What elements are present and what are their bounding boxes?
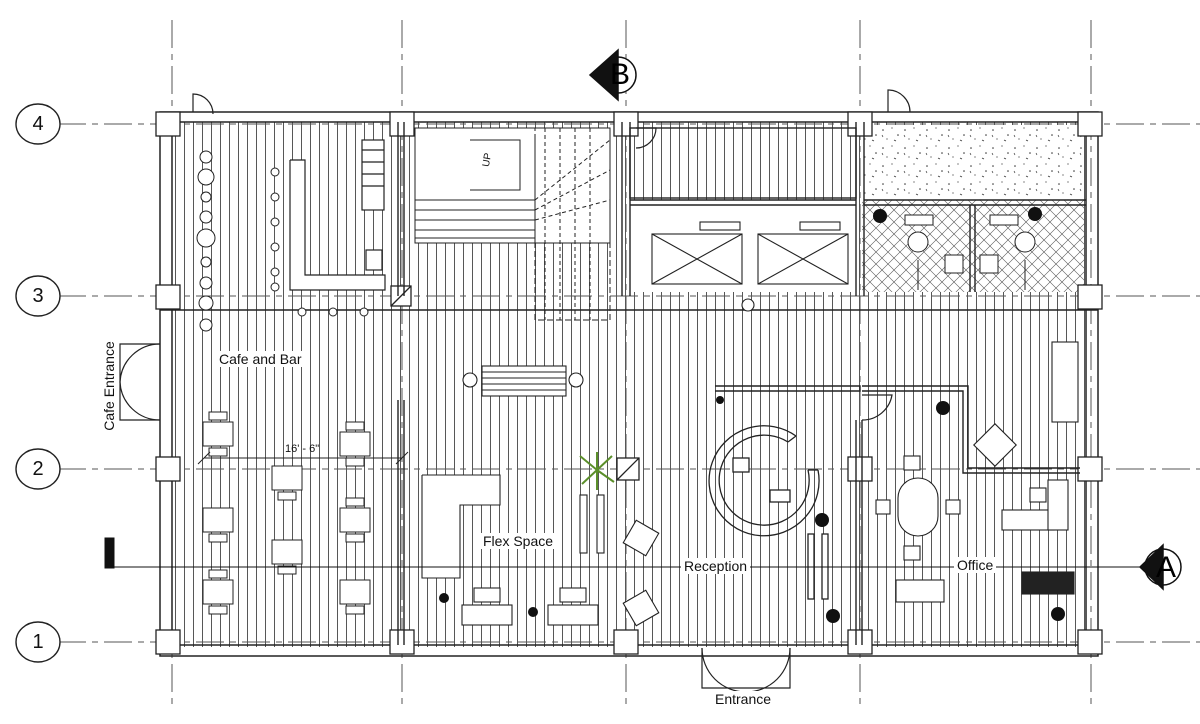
office-furniture [875, 341, 1079, 603]
columns [155, 111, 1103, 655]
bar-counter [289, 139, 386, 291]
plants [439, 207, 1065, 623]
room-label-office: Office [954, 557, 997, 573]
entrance-label-cafe: Cafe Entrance [101, 341, 117, 431]
grid-label-3: 3 [32, 285, 44, 307]
floor-hatch [175, 122, 1087, 647]
room-label-cafe: Cafe and Bar [216, 351, 305, 367]
grid-label-4: 4 [32, 113, 44, 135]
stair [414, 127, 611, 321]
bar-stools [196, 150, 369, 332]
restroom-fixtures [904, 214, 1036, 290]
interior-walls [160, 122, 1098, 645]
room-label-flex: Flex Space [480, 533, 557, 549]
stair-up-label: UP [480, 152, 495, 168]
dimension-line [197, 451, 409, 465]
grid-bubble-1 [15, 621, 61, 663]
grid-label-2: 2 [32, 458, 44, 480]
elevators [651, 221, 849, 312]
grid-bubble-3 [15, 275, 61, 317]
grid-bubble-4 [15, 103, 61, 145]
green-plant [579, 452, 615, 490]
cafe-tables [202, 411, 371, 615]
section-marker-b: B [609, 58, 630, 91]
flex-furniture [421, 365, 660, 627]
section-marker-a: A [1155, 551, 1176, 584]
grid-label-1: 1 [32, 631, 44, 653]
grid-bubbles [15, 103, 61, 663]
room-label-reception: Reception [681, 558, 751, 574]
grid-bubble-2 [15, 448, 61, 490]
entrance-label-main: Entrance [712, 691, 775, 707]
section-marker-shapes [588, 48, 1182, 591]
dimension-label: 16' - 6" [285, 443, 320, 455]
